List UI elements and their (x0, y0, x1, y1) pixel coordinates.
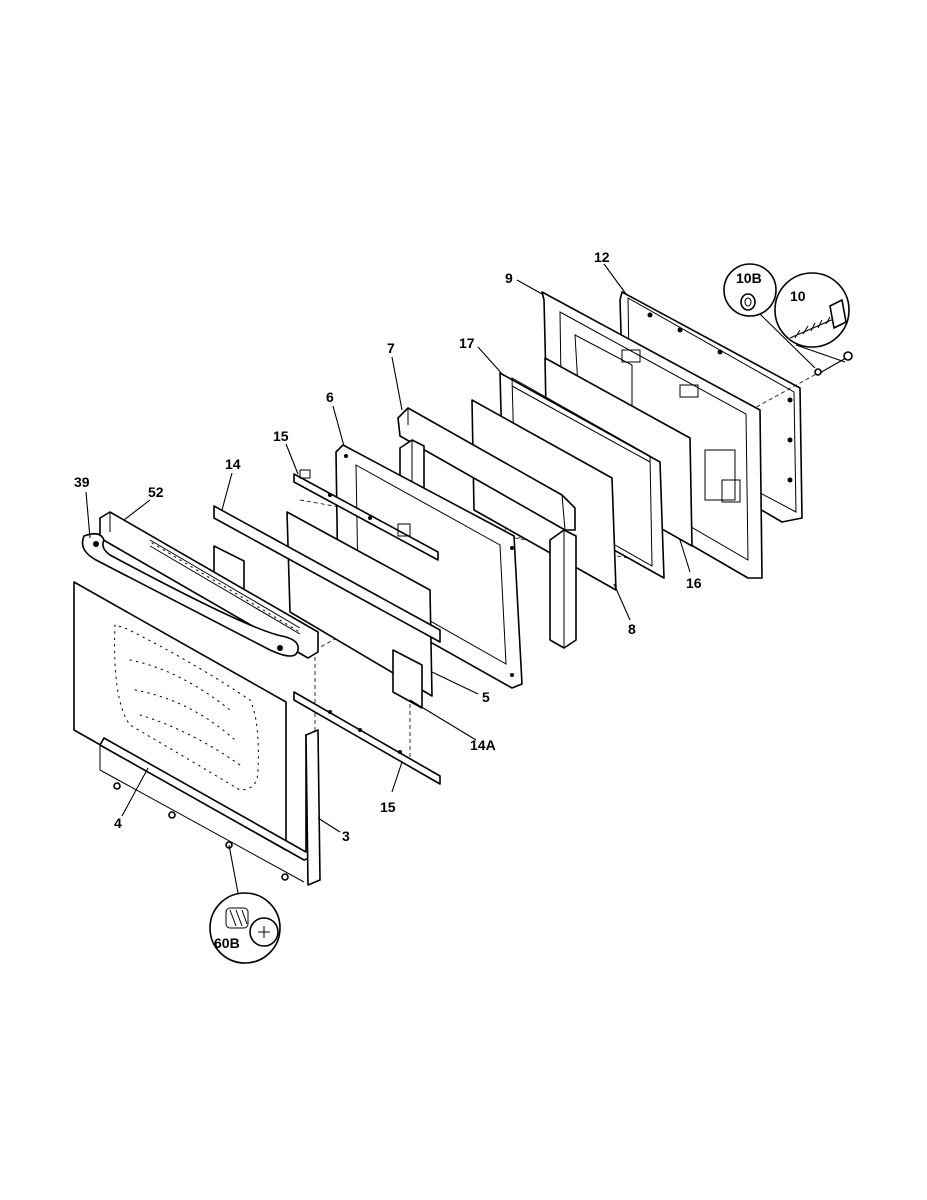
callout-labels: 39 52 14 15 6 7 17 9 12 16 8 5 14A 15 4 … (74, 249, 702, 844)
callout-17: 17 (459, 335, 475, 351)
part-3-door-trim (99, 729, 321, 886)
part-7-insulation-side (549, 529, 577, 649)
callout-8: 8 (628, 621, 636, 637)
callout-3: 3 (342, 828, 350, 844)
part-15-lower-bracket (293, 691, 441, 785)
callout-52: 52 (148, 484, 164, 500)
bubble-10-screw: 10 (774, 272, 850, 363)
callout-10b: 10B (736, 270, 762, 286)
part-10-screw-small (814, 351, 853, 376)
callout-14: 14 (225, 456, 241, 472)
callout-5: 5 (482, 689, 490, 705)
leader-lines (85, 263, 691, 833)
callout-14a: 14A (470, 737, 496, 753)
part-15-upper-bracket (293, 469, 439, 561)
part-7-insulation-top (397, 407, 576, 531)
part-6-door-frame (335, 444, 523, 689)
part-39-door-handle (81, 532, 299, 657)
bubble-60b-screw: 60B (209, 844, 281, 964)
callout-15-bottom: 15 (380, 799, 396, 815)
callout-6: 6 (326, 389, 334, 405)
callout-60b: 60B (214, 935, 240, 951)
callout-10: 10 (790, 288, 806, 304)
part-14-insulation-strip (213, 505, 441, 643)
part-5-glass-panel (286, 511, 433, 697)
callout-39: 39 (74, 474, 90, 490)
callout-7: 7 (387, 340, 395, 356)
callout-4: 4 (114, 815, 122, 831)
callout-9: 9 (505, 270, 513, 286)
door-screws (113, 782, 289, 881)
callout-15-top: 15 (273, 428, 289, 444)
callout-12: 12 (594, 249, 610, 265)
bubble-10b-washer: 10B (723, 263, 816, 369)
callout-16: 16 (686, 575, 702, 591)
